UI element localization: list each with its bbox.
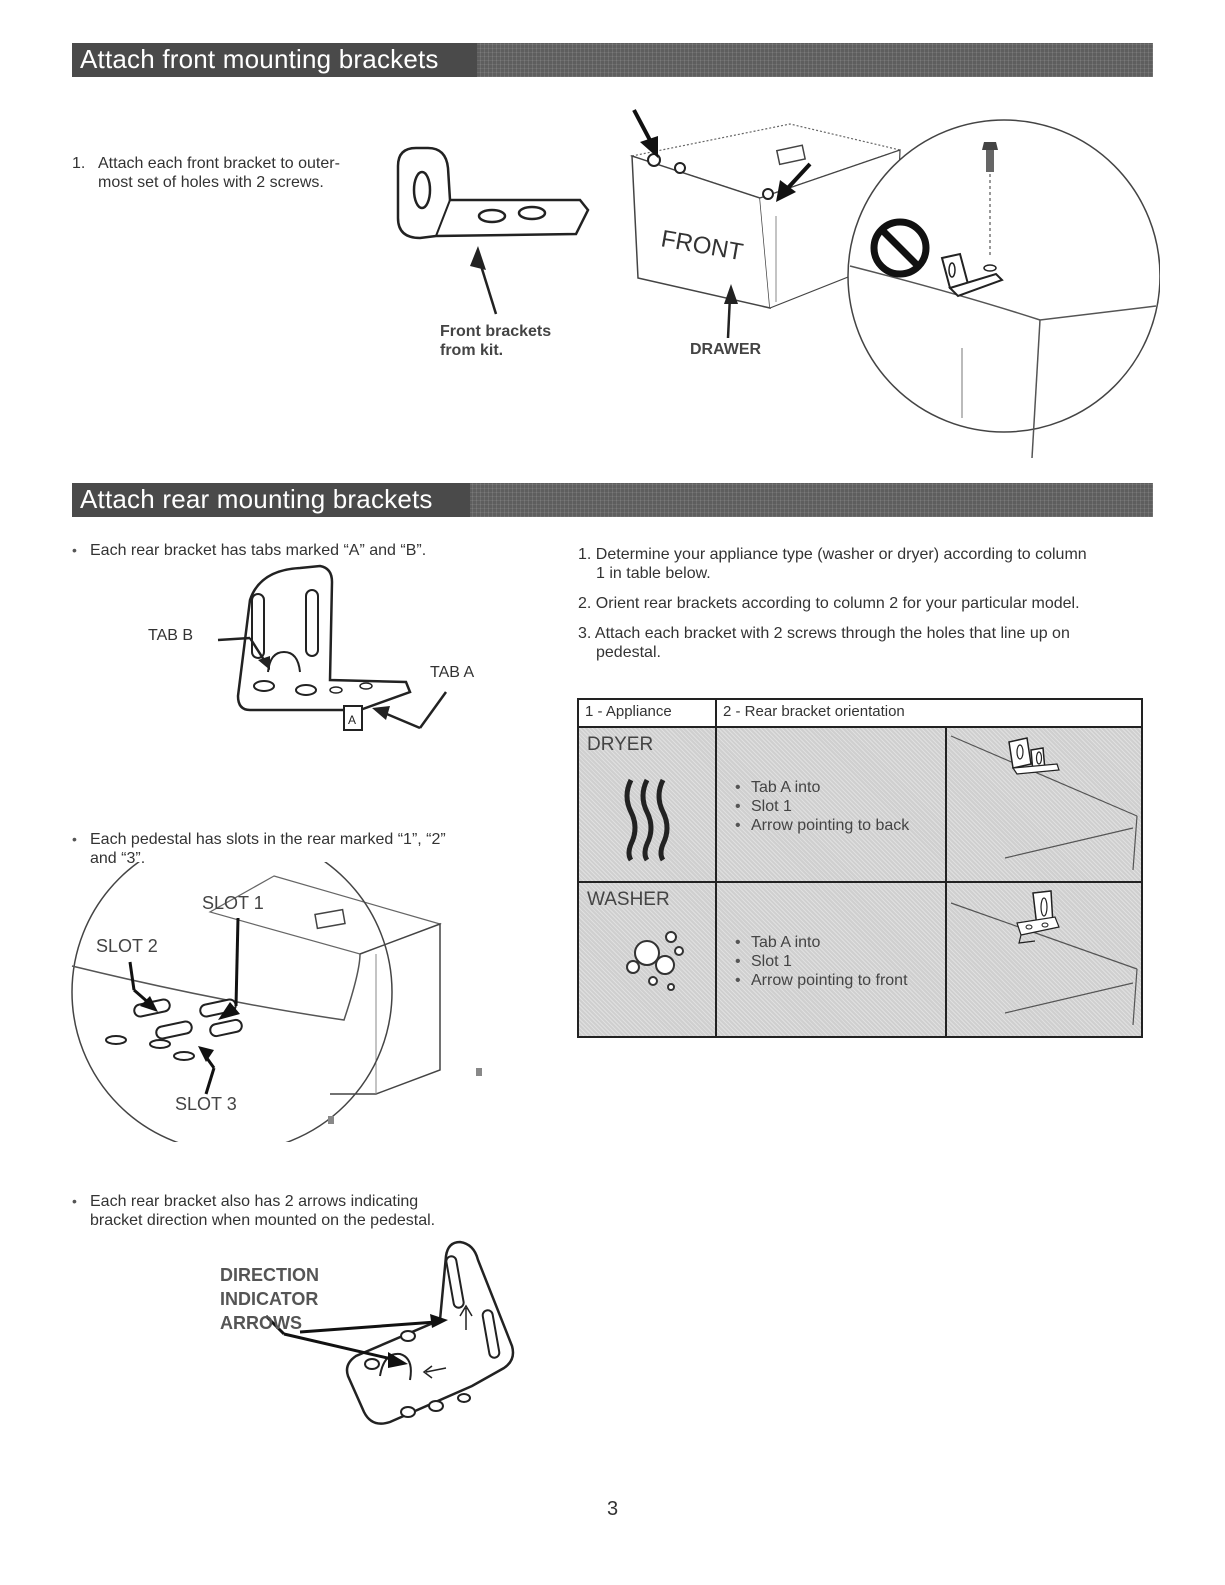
bubbles-icon [626,931,684,991]
slot-1-label: SLOT 1 [202,893,264,913]
list-item: Arrow pointing to back [735,816,909,835]
appliance-cell-washer: WASHER [579,883,715,1031]
tab-b-label: TAB B [148,627,194,644]
rear-step-1: 1. Determine your appliance type (washer… [578,546,1087,582]
direction-arrows-illustration [264,1240,515,1425]
rear-step-3: 3. Attach each bracket with 2 screws thr… [578,625,1070,661]
orientation-cell-dryer: Tab A into Slot 1 Arrow pointing to back [717,728,945,876]
orientation-cell-washer: Tab A into Slot 1 Arrow pointing to fron… [717,883,945,1031]
col-appliance-header: 1 - Appliance [577,698,717,728]
col-orientation-header: 2 - Rear bracket orientation [714,698,1144,728]
section-header-rear: Attach rear mounting brackets [72,483,1153,517]
table-header-row: 1 - Appliance 2 - Rear bracket orientati… [577,698,1144,728]
slot-2-label: SLOT 2 [96,936,158,956]
orientation-table: 1 - Appliance 2 - Rear bracket orientati… [577,698,1144,1038]
heat-waves-icon [624,778,670,862]
list-item: Tab A into [735,933,908,952]
pedestal-front-illustration: FRONT [629,109,1160,458]
tab-a-mark: A [348,713,356,727]
table-row: DRYER Tab A into Slot 1 Arrow pointing t… [577,726,1144,883]
washer-bracket-diagram [950,890,1138,1026]
pedestal-slots-illustration [71,862,482,1142]
front-step-1: 1. Attach each front bracket to outer- m… [72,155,340,191]
drawer-label: DRAWER [690,341,762,358]
table-row: WASHER Tab A into Slot 1 Arrow pointing … [577,881,1144,1038]
rear-bullet-3: Each rear bracket also has 2 arrows indi… [72,1192,435,1230]
dryer-bracket-diagram [950,735,1138,871]
rear-bracket-tabs-illustration: A [217,564,448,731]
list-item: Tab A into [735,778,909,797]
tab-a-label: TAB A [430,664,475,681]
front-bracket-illustration [396,146,590,315]
slot-3-label: SLOT 3 [175,1094,237,1114]
rear-step-2: 2. Orient rear brackets according to col… [578,595,1080,612]
rear-bullet-1: Each rear bracket has tabs marked “A” an… [72,541,426,560]
list-item: Arrow pointing to front [735,971,907,990]
direction-indicator-label: DIRECTION INDICATOR ARROWS [220,1265,319,1333]
section-title-rear: Attach rear mounting brackets [80,484,433,514]
section-header-front: Attach front mounting brackets [72,43,1153,77]
appliance-cell-dryer: DRYER [579,728,715,876]
list-item: Slot 1 [735,952,908,971]
list-item: Slot 1 [735,797,909,816]
rear-bullet-2: Each pedestal has slots in the rear mark… [72,830,446,868]
page-number: 3 [606,1498,619,1520]
section-title-front: Attach front mounting brackets [80,44,439,74]
front-brackets-label: Front brackets from kit. [440,323,552,359]
